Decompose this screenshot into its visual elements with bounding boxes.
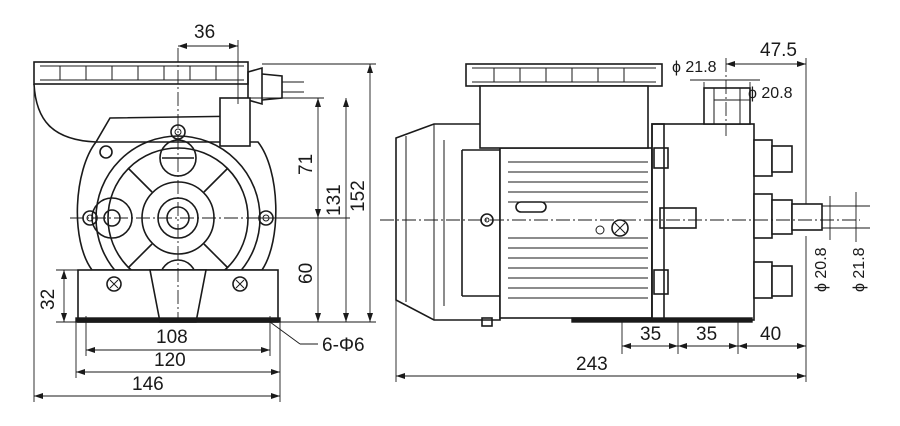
dim-foot-a-label: 35 [640, 324, 661, 345]
dim-108-label: 108 [156, 327, 188, 348]
pump-body [76, 141, 277, 271]
fan-cover [395, 123, 501, 321]
cable-gland [247, 66, 263, 106]
dim-243-label: 243 [576, 354, 608, 375]
inlet-pipe [703, 87, 751, 125]
front-outlet-pipe [219, 97, 251, 147]
pump-head [651, 123, 755, 321]
side-base [571, 317, 753, 323]
side-view: ϕ 21.8 ϕ 20.8 47.5 ϕ 20.8 ϕ 21.8 35 35 4… [380, 40, 870, 382]
dim-36-label: 36 [194, 22, 215, 43]
dim-foot-b-label: 35 [696, 324, 717, 345]
cooling-fins [508, 161, 648, 299]
dim-152-label: 152 [348, 180, 369, 212]
outlet-fitting [771, 199, 793, 235]
side-terminal-box [479, 85, 649, 149]
dim-32-label: 32 [38, 289, 59, 310]
side-terminal-ribs [472, 67, 656, 83]
nameplate-slot [515, 201, 547, 213]
dim-131-label: 131 [324, 184, 345, 216]
ground-screw-icon [611, 219, 629, 237]
terminal-box-ribs [40, 65, 244, 81]
side-terminal-cover [465, 63, 663, 87]
dim-71-label: 71 [296, 154, 317, 175]
dim-120-label: 120 [154, 350, 186, 371]
base-screw-right-icon [232, 276, 248, 292]
outlet-diameter-label: ϕ 21.8 [851, 247, 868, 292]
inlet-diameter-top-label: ϕ 21.8 [672, 59, 717, 76]
dim-60-label: 60 [296, 263, 317, 284]
base-screw-left-icon [106, 276, 122, 292]
shaft-seal [659, 207, 697, 229]
fitting-top [771, 145, 793, 173]
front-view: 36 71 60 131 152 32 108 [33, 22, 376, 402]
dim-foot-c-label: 40 [760, 324, 781, 345]
dim-47-5-label: 47.5 [760, 40, 797, 61]
outlet-diameter-inner-label: ϕ 20.8 [813, 247, 830, 292]
mounting-holes-note: 6-Φ6 [322, 335, 365, 356]
motor-housing-curve [33, 83, 249, 143]
inlet-diameter-inner-label: ϕ 20.8 [748, 85, 793, 102]
ground-symbol-icon [595, 225, 605, 235]
fitting-bottom [771, 265, 793, 297]
motor-body [499, 147, 653, 319]
dim-146-label: 146 [132, 374, 164, 395]
